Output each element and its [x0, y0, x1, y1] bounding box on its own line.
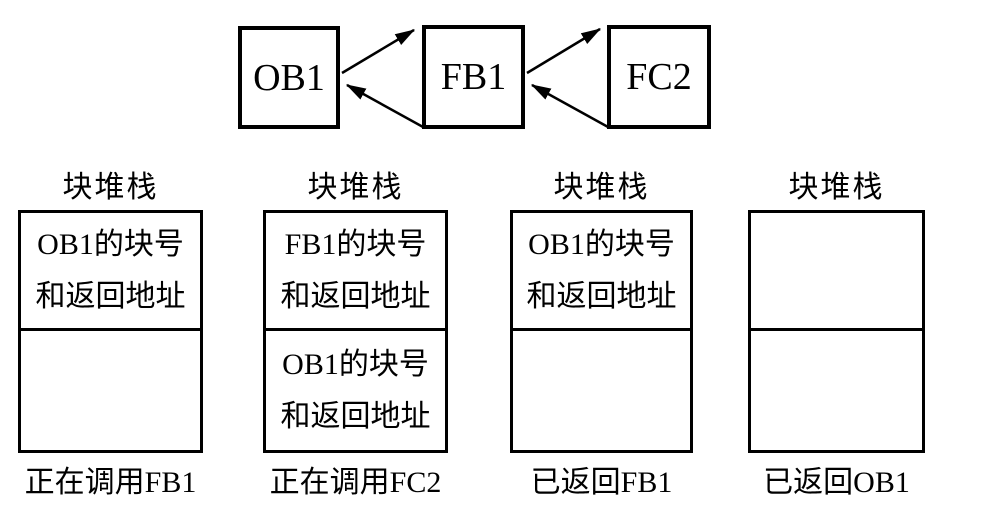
stack-cell-line: 和返回地址 — [35, 279, 186, 313]
arrow-fc2-returns-fb1 — [530, 83, 609, 129]
block-fc2: FC2 — [607, 25, 711, 129]
stack-cell-line: OB1的块号 — [528, 227, 675, 261]
stack-1-cell-top: OB1的块号 和返回地址 — [21, 213, 200, 331]
stack-cell-line: 和返回地址 — [280, 399, 431, 433]
stack-4-caption: 已返回OB1 — [763, 466, 910, 499]
stack-1-box: OB1的块号 和返回地址 — [18, 210, 203, 453]
stack-2-cell-bottom: OB1的块号 和返回地址 — [266, 331, 445, 450]
stack-4-title: 块堆栈 — [788, 171, 885, 204]
arrow-ob1-calls-fb1 — [341, 28, 416, 75]
stack-4-cell-bottom — [751, 331, 922, 450]
stack-4-cell-top — [751, 213, 922, 331]
stack-cell-line: 和返回地址 — [526, 279, 677, 313]
stack-2-box: FB1的块号 和返回地址 OB1的块号 和返回地址 — [263, 210, 448, 453]
stack-2-cell-top: FB1的块号 和返回地址 — [266, 213, 445, 331]
block-fb1-label: FB1 — [440, 56, 507, 98]
block-fc2-label: FC2 — [626, 56, 692, 98]
stack-3-cell-top: OB1的块号 和返回地址 — [513, 213, 690, 331]
arrow-fb1-calls-fc2 — [526, 27, 602, 75]
block-ob1-label: OB1 — [253, 56, 325, 99]
stack-1-title: 块堆栈 — [62, 171, 159, 204]
stack-4-box — [748, 210, 925, 453]
stack-3-caption: 已返回FB1 — [530, 466, 673, 499]
stack-2-title: 块堆栈 — [307, 171, 404, 204]
stack-cell-line: 和返回地址 — [280, 279, 431, 313]
stack-cell-line: OB1的块号 — [282, 347, 429, 381]
stack-3-title: 块堆栈 — [553, 171, 650, 204]
arrow-fb1-returns-ob1 — [345, 83, 424, 129]
stack-2-caption: 正在调用FC2 — [269, 466, 442, 499]
stack-1-cell-bottom — [21, 331, 200, 450]
stack-cell-line: FB1的块号 — [284, 227, 427, 261]
stack-3-cell-bottom — [513, 331, 690, 450]
stack-3-box: OB1的块号 和返回地址 — [510, 210, 693, 453]
stack-1-caption: 正在调用FB1 — [24, 466, 197, 499]
block-ob1: OB1 — [238, 26, 340, 129]
stack-cell-line: OB1的块号 — [37, 227, 184, 261]
block-fb1: FB1 — [422, 25, 525, 129]
